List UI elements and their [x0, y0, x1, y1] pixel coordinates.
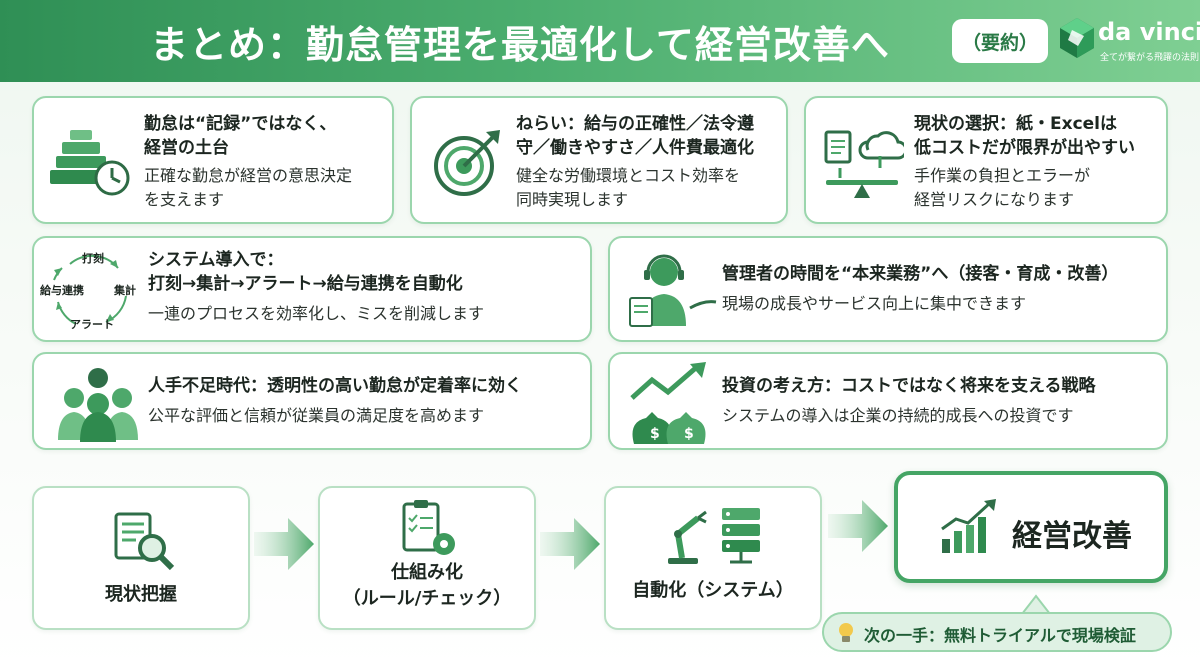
card-desc-line1: 手作業の負担とエラーが [914, 166, 1091, 185]
card-title-line1: 投資の考え方：コストではなく将来を支える戦略 [722, 376, 1096, 396]
card-desc-line1: 健全な労働環境とコスト効率を [516, 166, 741, 185]
growth-chart-icon [941, 499, 996, 553]
checklist-gear-icon [402, 500, 455, 555]
page-title: まとめ：勤怠管理を最適化して経営改善へ [150, 23, 890, 67]
final-goal-box: 経営改善 [894, 471, 1168, 583]
card-desc-line2: 同時実現します [516, 190, 629, 209]
flow-step-automation: 自動化（システム） [604, 486, 822, 630]
card-title-line2: 経営の土台 [144, 138, 229, 158]
lightbulb-icon [839, 623, 853, 642]
card-title-line1: システム導入で： [148, 250, 284, 270]
robot-arm-server-icon [668, 508, 760, 564]
card-desc-line1: 一連のプロセスを効率化し、ミスを削減します [148, 304, 485, 323]
card-title-line1: 管理者の時間を“本来業務”へ（接客・育成・改善） [722, 264, 1119, 284]
davinci-logo: da vinci 全てが繋がる飛躍の法則 [1058, 12, 1200, 70]
svg-text:$: $ [650, 426, 660, 442]
card-attendance-foundation: 勤怠は“記録”ではなく、 経営の土台 正確な勤怠が経営の意思決定 を支えます [32, 96, 394, 224]
card-aims: ねらい：給与の正確性／法令遵 守／働きやすさ／人件費最適化 健全な労働環境とコス… [410, 96, 788, 224]
cycle-label-alert: アラート [70, 318, 114, 331]
flow-step-label: 現状把握 [105, 584, 177, 605]
flow-step-sublabel: （ルール/チェック） [342, 588, 512, 609]
callout-pointer [1022, 594, 1050, 614]
paper-cloud-balance-icon [824, 130, 904, 198]
manager-headset-icon [629, 254, 717, 327]
gold-bars-clock-icon [50, 130, 130, 196]
flow-step-current-state: 現状把握 [32, 486, 250, 630]
header-banner: まとめ：勤怠管理を最適化して経営改善へ （要約） da vinci 全てが繋がる… [0, 0, 1200, 82]
next-step-text: 次の一手：無料トライアルで現場検証 [864, 626, 1136, 645]
growth-money-icon: $ $ [630, 362, 706, 444]
card-title-line1: 勤怠は“記録”ではなく、 [144, 114, 337, 134]
next-step-callout: 次の一手：無料トライアルで現場検証 [822, 612, 1172, 652]
arrow-right-icon [540, 518, 600, 570]
card-title-line2: 打刻→集計→アラート→給与連携を自動化 [148, 274, 463, 294]
summary-badge: （要約） [952, 19, 1048, 63]
flow-step-systematize: 仕組み化 （ルール/チェック） [318, 486, 536, 630]
card-desc-line1: 公平な評価と信頼が従業員の満足度を高めます [148, 406, 485, 425]
card-desc-line1: 現場の成長やサービス向上に集中できます [722, 294, 1027, 313]
arrow-right-icon [254, 518, 314, 570]
card-manager-time: 管理者の時間を“本来業務”へ（接客・育成・改善） 現場の成長やサービス向上に集中… [608, 236, 1168, 342]
card-investment: $ $ 投資の考え方：コストではなく将来を支える戦略 システムの導入は企業の持続… [608, 352, 1168, 450]
cycle-label-payroll: 給与連携 [40, 284, 84, 297]
card-title-line1: 現状の選択：紙・Excelは [914, 114, 1118, 134]
logo-text: da vinci [1098, 18, 1200, 46]
logo-mark-icon [1060, 18, 1094, 58]
card-desc-line2: を支えます [144, 190, 225, 209]
card-desc-line2: 経営リスクになります [914, 190, 1075, 209]
cycle-label-stamp: 打刻 [82, 252, 104, 265]
card-system-introduction: 打刻 集計 アラート 給与連携 システム導入で： 打刻→集計→アラート→給与連携… [32, 236, 592, 342]
cycle-icon [53, 254, 127, 325]
svg-text:$: $ [684, 426, 694, 442]
card-desc-line1: システムの導入は企業の持続的成長への投資です [722, 406, 1074, 425]
target-icon [434, 130, 500, 196]
team-people-icon [58, 368, 138, 442]
card-title-line2: 守／働きやすさ／人件費最適化 [516, 138, 754, 158]
logo-tagline: 全てが繋がる飛躍の法則 [1100, 53, 1200, 63]
flow-step-label: 仕組み化 [391, 562, 463, 583]
arrow-right-icon [828, 500, 888, 552]
cycle-label-aggregate: 集計 [114, 284, 136, 297]
final-goal-label: 経営改善 [1012, 519, 1132, 554]
card-labor-shortage: 人手不足時代：透明性の高い勤怠が定着率に効く 公平な評価と信頼が従業員の満足度を… [32, 352, 592, 450]
card-title-line1: 人手不足時代：透明性の高い勤怠が定着率に効く [148, 376, 522, 396]
card-current-choice: 現状の選択：紙・Excelは 低コストだが限界が出やすい 手作業の負担とエラーが… [804, 96, 1168, 224]
card-title-line1: ねらい：給与の正確性／法令遵 [516, 114, 754, 134]
document-search-icon [114, 512, 175, 571]
flow-step-label: 自動化（システム） [632, 580, 794, 601]
card-title-line2: 低コストだが限界が出やすい [914, 138, 1135, 158]
card-desc-line1: 正確な勤怠が経営の意思決定 [144, 166, 353, 185]
